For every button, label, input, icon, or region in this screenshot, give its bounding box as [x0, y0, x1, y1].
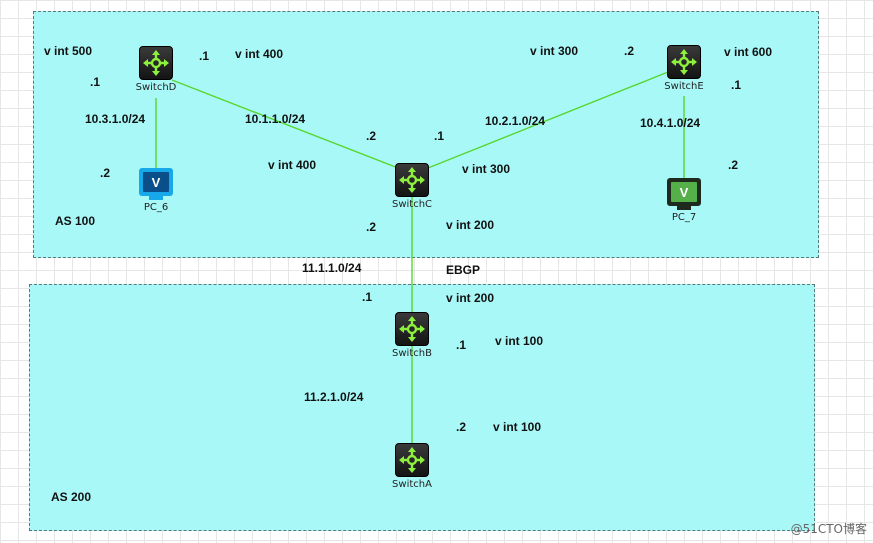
pc-6[interactable]: V PC_6 — [126, 168, 186, 214]
switch-e[interactable]: SwitchE — [654, 45, 714, 93]
link-c-e — [427, 71, 669, 169]
as200-label: AS 200 — [51, 490, 92, 504]
net-c-b-label: 11.1.1.0/24 — [302, 261, 362, 275]
e-vint300-label: v int 300 — [530, 44, 579, 58]
net-e-pc7-label: 10.4.1.0/24 — [640, 116, 701, 130]
addr-d-to-c: .1 — [199, 49, 210, 63]
addr-pc6: .2 — [100, 166, 111, 180]
addr-e-to-pc7: .1 — [731, 78, 742, 92]
switch-b-name: SwitchB — [392, 348, 432, 359]
b-vint200-label: v int 200 — [446, 291, 495, 305]
net-b-a-label: 11.2.1.0/24 — [304, 390, 364, 404]
pc-7-stand — [677, 206, 691, 210]
d-vint400-label: v int 400 — [235, 47, 284, 61]
addr-pc7: .2 — [728, 158, 739, 172]
addr-e-to-c: .2 — [624, 44, 635, 58]
link-d-c — [171, 79, 399, 169]
addr-c-to-d: .2 — [366, 129, 377, 143]
addr-d-to-pc6: .1 — [90, 75, 101, 89]
addr-b-to-c: .1 — [362, 290, 373, 304]
c-vint200-label: v int 200 — [446, 218, 495, 232]
switch-a[interactable]: SwitchA — [382, 443, 442, 491]
pc-7[interactable]: V PC_7 — [654, 178, 714, 224]
c-vint300-label: v int 300 — [462, 162, 511, 176]
b-vint100-label: v int 100 — [495, 334, 544, 348]
router-switch-icon — [395, 163, 429, 197]
ebgp-label: EBGP — [446, 263, 481, 277]
switch-a-name: SwitchA — [392, 479, 432, 490]
as100-label: AS 100 — [55, 214, 96, 228]
e-vint600-label: v int 600 — [724, 45, 773, 59]
net-d-c-label: 10.1.1.0/24 — [245, 112, 306, 126]
switch-c[interactable]: SwitchC — [382, 163, 442, 211]
addr-c-to-e: .1 — [434, 129, 445, 143]
router-switch-icon — [395, 312, 429, 346]
d-vint500-label: v int 500 — [44, 44, 93, 58]
pc-monitor-icon: V — [667, 178, 701, 206]
switch-b[interactable]: SwitchB — [382, 312, 442, 360]
switch-e-name: SwitchE — [664, 81, 704, 92]
addr-c-to-b: .2 — [366, 220, 377, 234]
pc-6-screen-glyph: V — [143, 172, 169, 192]
net-d-pc6-label: 10.3.1.0/24 — [85, 112, 146, 126]
addr-a-to-b: .2 — [456, 420, 467, 434]
switch-d[interactable]: SwitchD — [126, 46, 186, 94]
pc-7-name: PC_7 — [671, 212, 697, 223]
router-switch-icon — [395, 443, 429, 477]
c-vint400-label: v int 400 — [268, 158, 317, 172]
switch-c-name: SwitchC — [391, 199, 433, 210]
watermark: @51CTO博客 — [790, 522, 867, 536]
a-vint100-label: v int 100 — [493, 420, 542, 434]
router-switch-icon — [139, 46, 173, 80]
pc-monitor-icon: V — [139, 168, 173, 196]
net-c-e-label: 10.2.1.0/24 — [485, 114, 546, 128]
pc-6-name: PC_6 — [143, 202, 169, 213]
switch-d-name: SwitchD — [135, 82, 177, 93]
pc-7-screen-glyph: V — [671, 182, 697, 202]
router-switch-icon — [667, 45, 701, 79]
addr-b-to-a: .1 — [456, 338, 467, 352]
pc-6-stand — [149, 196, 163, 200]
